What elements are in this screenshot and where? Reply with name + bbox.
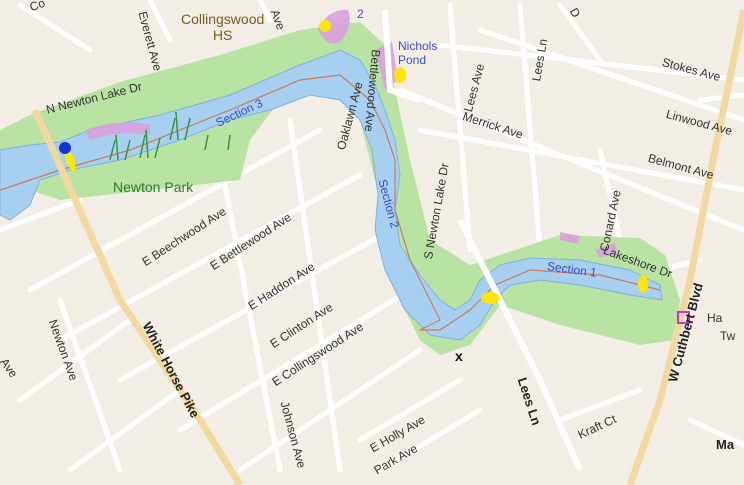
school-name: Collingswood (181, 11, 265, 27)
partial-label-ma: Ma (716, 437, 735, 452)
pond-number-label: 2 (357, 7, 364, 21)
nichols-pond-line2: Pond (398, 53, 427, 67)
w-cuthbert-blvd (626, 9, 744, 485)
trail-path (0, 74, 661, 331)
bettlewood-ave-road (382, 9, 421, 103)
magenta-marker (677, 311, 690, 324)
nichols-pond-label: Nichols Pond (398, 40, 437, 66)
yellow-markers (64, 20, 648, 304)
lees-ln-road (457, 218, 583, 472)
partial-label-ha: Ha (707, 311, 723, 325)
x-marker: x (455, 348, 463, 364)
school-type: HS (212, 27, 233, 43)
reed-icons (109, 111, 231, 161)
white-horse-pike (31, 108, 243, 485)
nichols-pond-line1: Nichols (398, 39, 438, 53)
minor-streets (0, 0, 744, 473)
blue-marker (59, 142, 71, 154)
newton-lake-water (0, 49, 663, 341)
school-label: Collingswood HS (181, 12, 264, 42)
partial-label-tw: Tw (720, 329, 736, 343)
newton-park-label: Newton Park (113, 179, 194, 195)
